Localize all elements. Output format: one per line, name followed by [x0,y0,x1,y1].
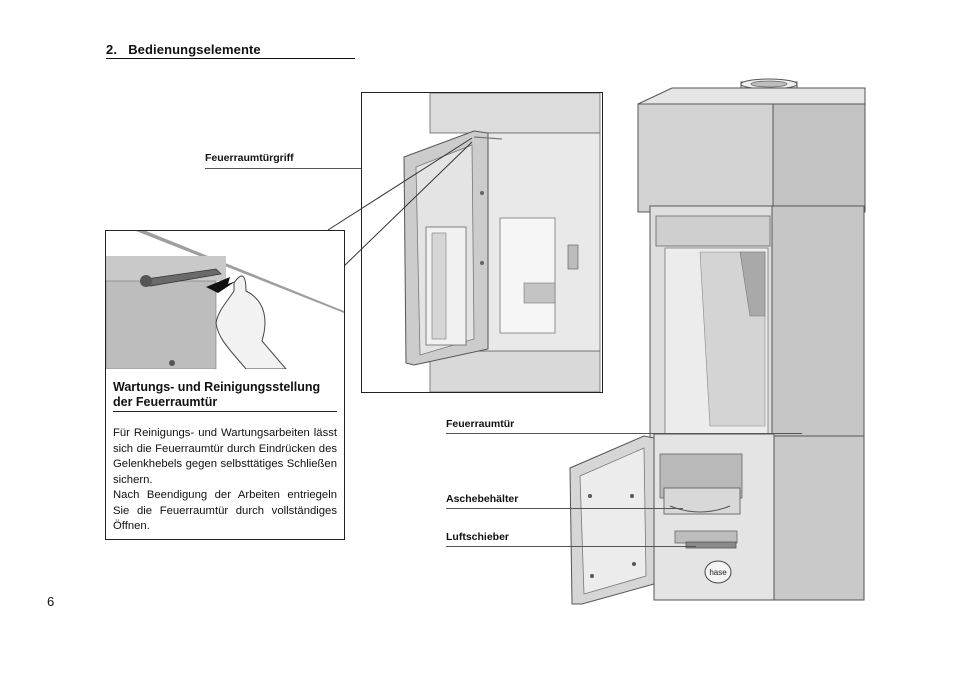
callout-fire-door: Feuerraumtür [446,418,515,430]
section-heading: 2. Bedienungselemente [106,42,261,57]
stove-lower-side [773,435,865,601]
info-paragraph-1: Für Reinigungs- und Wartungsarbeiten läs… [113,427,337,486]
open-fire-door [569,435,655,605]
info-box-title: Wartungs- und Reinigungsstellung der Feu… [113,380,321,409]
stove-middle-side [771,205,865,457]
ash-compartment [659,453,743,549]
stove-top [637,87,866,105]
section-number: 2. [106,42,118,57]
callout-door-handle-line [205,168,420,169]
info-paragraph-2: Nach Beendigung der Arbeiten entriegeln … [113,489,337,532]
stove-upper-front [637,103,774,213]
svg-text:hase: hase [709,568,727,577]
callout-fire-door-line [446,433,802,434]
callout-air-slide-line [446,546,696,547]
maintenance-info-box [105,230,345,540]
stove-illustration: hase [569,78,866,605]
hase-logo: hase [704,560,732,584]
section-title: Bedienungselemente [128,42,261,57]
callout-ash-container-line [446,508,683,509]
info-box-text: Für Reinigungs- und Wartungsarbeiten läs… [113,426,337,535]
heading-underline [106,58,355,59]
callout-ash-container: Aschebehälter [446,493,519,505]
door-detail-box [361,92,603,393]
zoom-connector-lines [327,137,473,269]
door-detail-illustration [403,92,601,393]
info-box-divider [113,411,337,412]
page-number: 6 [47,594,55,609]
lever-detail-illustration [105,231,344,370]
callout-air-slide: Luftschieber [446,531,510,543]
firebox-window [655,215,771,449]
stove-upper-side [772,103,866,213]
callout-door-handle: Feuerraumtürgriff [205,152,294,164]
